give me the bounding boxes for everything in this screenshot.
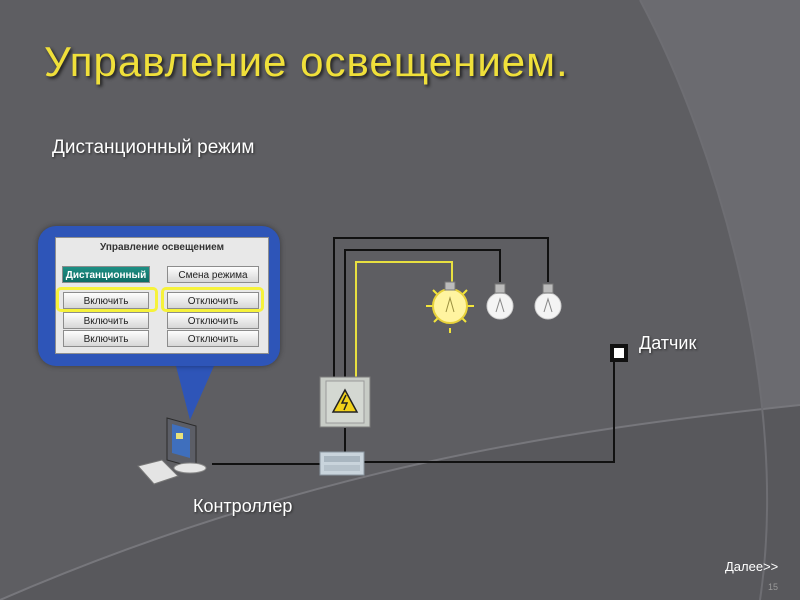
slide-title: Управление освещением. [44, 38, 569, 85]
next-link[interactable]: Далее>> [725, 559, 779, 574]
plc-module-icon [319, 451, 365, 476]
sensor-label: Датчик [639, 333, 697, 353]
off-button-highlight [161, 287, 264, 312]
lamp-2-on-button[interactable]: Включить [63, 312, 149, 329]
panel-title: Управление освещением [99, 242, 224, 253]
active-wire [355, 261, 453, 378]
lamp-3 [534, 283, 562, 320]
wires [212, 237, 615, 465]
electrical-cabinet-icon [319, 376, 371, 428]
lamp-3-off-button[interactable]: Отключить [167, 330, 259, 347]
lamp-2-off-button[interactable]: Отключить [167, 312, 259, 329]
page-number: 15 [768, 582, 779, 592]
slide-subtitle: Дистанционный режим [52, 137, 255, 158]
lamp-1-off-button[interactable]: Отключить [167, 292, 259, 309]
lamp-1-on-button[interactable]: Включить [63, 292, 149, 309]
change-mode-button[interactable]: Смена режима [167, 266, 259, 283]
computer-icon [137, 417, 207, 485]
remote-mode-button[interactable]: Дистанционный [62, 266, 150, 283]
lamp-1 [426, 281, 474, 333]
sensor-icon [610, 344, 628, 362]
lamp-3-on-button[interactable]: Включить [63, 330, 149, 347]
controller-label: Контроллер [193, 496, 293, 516]
on-button-highlight [56, 287, 158, 312]
callout-tail [176, 366, 214, 420]
lamp-2 [486, 283, 514, 320]
